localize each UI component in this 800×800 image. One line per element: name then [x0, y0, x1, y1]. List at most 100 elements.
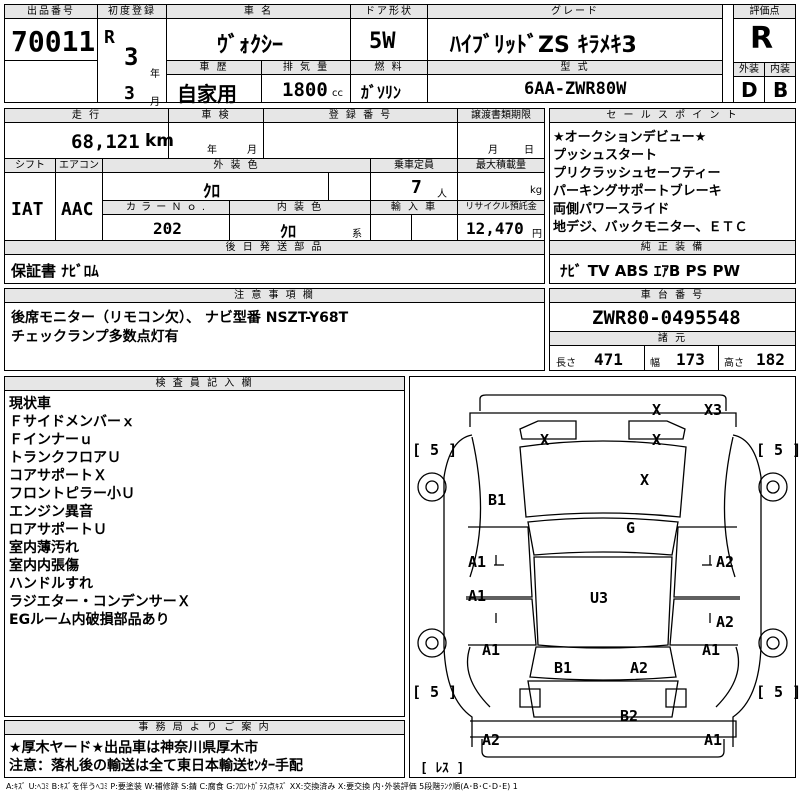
damage-code: B2 — [620, 707, 639, 725]
damage-code: G — [626, 519, 636, 537]
first-registration-cell: 初度登録 R 3 年 3 月 — [97, 4, 167, 108]
damage-code: A2 — [716, 613, 735, 631]
first-registration-label: 初度登録 — [98, 5, 166, 19]
inspector-note: コアサポートＸ — [9, 468, 107, 484]
damage-code: B1 — [554, 659, 573, 677]
selling-point: ★オークションデビュー★ — [553, 130, 707, 145]
office-notice-list: ★厚木ヤード★出品車は神奈川県厚木市 注意：落札後の輸送は全て東日本輸送ｾﾝﾀｰ… — [9, 739, 303, 775]
damage-code: A1 — [468, 587, 487, 605]
inspection-year-unit: 年 — [207, 145, 217, 156]
grade-cell: グレード ﾊｲﾌﾞﾘｯﾄﾞZS ｷﾗﾒｷ3 — [427, 4, 723, 61]
exterior-grade-cell: 外装 D — [733, 62, 765, 103]
mileage-cell: 走 行 68,121 km — [4, 108, 174, 159]
office-notice-cell: 事 務 局 よ り ご 案 内 ★厚木ヤード★出品車は神奈川県厚木市 注意：落札… — [4, 720, 405, 778]
door-type: 5W — [369, 29, 396, 54]
transfer-deadline-label: 譲渡書類期限 — [458, 109, 544, 123]
inspector-note: エンジン異音 — [9, 504, 93, 520]
equipment-label: 純 正 装 備 — [550, 241, 795, 255]
transfer-deadline-cell: 譲渡書類期限 月 日 — [457, 108, 545, 159]
max-load-unit: kg — [530, 185, 543, 196]
capacity-label: 乗車定員 — [371, 159, 457, 173]
score: R — [750, 21, 774, 56]
interior-color: ｸﾛ — [280, 222, 297, 241]
model-cell: 型 式 6AA-ZWR80W — [427, 60, 723, 103]
history: 自家用 — [177, 82, 237, 106]
capacity-unit: 人 — [437, 189, 447, 200]
door-type-label: ドア形状 — [351, 5, 427, 19]
damage-code: A1 — [482, 641, 501, 659]
selling-point: 両側パワースライド — [553, 202, 670, 217]
color-number-label: カ ラ ー Ｎ ｏ . — [103, 201, 229, 215]
car-outline — [417, 394, 788, 758]
inspection-month-unit: 月 — [247, 145, 257, 156]
mileage: 68,121 — [71, 131, 140, 153]
transfer-day-unit: 日 — [524, 145, 534, 156]
inspector-note: 室内内張傷 — [9, 558, 79, 574]
tire-front-right: [ 5 ] — [756, 441, 800, 459]
chassis-label: 車 台 番 号 — [550, 289, 795, 303]
damage-code: X3 — [704, 401, 723, 419]
spec-label: 諸 元 — [550, 332, 795, 346]
inspection-cell: 車 検 年 月 — [168, 108, 264, 159]
spec-divider-2 — [718, 346, 719, 371]
history-label: 車 歴 — [167, 61, 261, 75]
capacity: 7 — [411, 177, 422, 198]
damage-code: A2 — [630, 659, 649, 677]
interior-grade-cell: 内装 B — [764, 62, 796, 103]
registration-year: 3 — [124, 43, 139, 71]
inspector-note: EGルーム内破損部品あり — [9, 612, 170, 628]
model-label: 型 式 — [428, 61, 722, 75]
damage-code: A2 — [716, 553, 735, 571]
inspection-label: 車 検 — [169, 109, 263, 123]
score-cell: 評価点 R — [733, 4, 796, 63]
damage-code: B1 — [488, 491, 507, 509]
fuel-cell: 燃 料 ｶﾞｿﾘﾝ — [350, 60, 428, 103]
equipment-cell: 純 正 装 備 ﾅﾋﾞ TV ABS ｴｱB PS PW — [549, 240, 796, 284]
exterior-color-label: 外 装 色 — [103, 159, 370, 173]
office-notice-line: 注意：落札後の輸送は全て東日本輸送ｾﾝﾀｰ手配 — [9, 758, 303, 774]
recycle-fee-cell: リサイクル預託金 12,470 円 — [457, 200, 545, 241]
damage-code: X — [540, 431, 550, 449]
aircon-cell: エアコン AAC — [55, 158, 103, 241]
spec-divider-1 — [644, 346, 645, 371]
inspector-notes-list: 現状車 Ｆサイドメンバーｘ Ｆインナーｕ トランクフロアＵ コアサポートＸ フロ… — [9, 395, 191, 629]
inspector-note: ラジエター・コンデンサーＸ — [9, 594, 191, 610]
lot-number: 70011 — [11, 25, 96, 58]
damage-code: X — [640, 471, 650, 489]
color-divider — [328, 172, 329, 201]
mileage-unit: km — [145, 131, 175, 151]
car-name-cell: 車 名 ｳﾞｫｸｼｰ — [166, 4, 351, 61]
interior-color-unit: 系 — [352, 229, 362, 240]
damage-code: A1 — [702, 641, 721, 659]
registration-month: 3 — [124, 83, 135, 104]
shift: IAT — [11, 199, 44, 220]
inspector-note: トランクフロアＵ — [9, 450, 121, 466]
legend-footer: A:ｷｽﾞ U:ﾍｺﾐ B:ｷｽﾞを伴うﾍｺﾐ P:要塗装 W:補修跡 S:錆 … — [6, 782, 518, 791]
damage-code: A2 — [482, 731, 501, 749]
width: 173 — [676, 350, 705, 369]
interior-grade: B — [773, 78, 789, 102]
displacement-unit: cc — [332, 88, 343, 99]
import-label: 輸 入 車 — [371, 201, 457, 215]
width-label: 幅 — [650, 358, 660, 369]
damage-code: X — [652, 431, 662, 449]
spec-cell: 諸 元 長さ 471 幅 173 高さ 182 — [549, 331, 796, 371]
note-line: 後席モニター（リモコン欠）、 ナビ型番 NSZT-Y68T — [11, 310, 349, 326]
aircon: AAC — [61, 199, 94, 220]
damage-diagram: X X3 X X X B1 G A1 A2 A1 U3 A2 A1 B1 A2 … — [409, 376, 800, 778]
color-number: 202 — [153, 219, 182, 238]
length-label: 長さ — [556, 358, 576, 369]
grade: ﾊｲﾌﾞﾘｯﾄﾞZS ｷﾗﾒｷ3 — [450, 33, 637, 58]
selling-point: パーキングサポートブレーキ — [553, 184, 722, 199]
office-notice-line: ★厚木ヤード★出品車は神奈川県厚木市 — [9, 740, 259, 756]
selling-points-cell: セ ー ル ス ポ イ ン ト ★オークションデビュー★ プッシュスタート プリ… — [549, 108, 796, 241]
note-line: チェックランプ多数点灯有 — [11, 329, 179, 345]
color-number-cell: カ ラ ー Ｎ ｏ . 202 — [102, 200, 230, 241]
notes-list: 後席モニター（リモコン欠）、 ナビ型番 NSZT-Y68T チェックランプ多数点… — [11, 309, 348, 347]
selling-points-label: セ ー ル ス ポ イ ン ト — [550, 109, 795, 123]
max-load-label: 最大積載量 — [458, 159, 544, 173]
selling-point: 地デジ、バックモニター、ＥＴＣ — [553, 220, 748, 235]
displacement-cell: 排 気 量 1800 cc — [261, 60, 351, 103]
exterior-color-cell: 外 装 色 ｸﾛ — [102, 158, 371, 202]
inspector-note: フロントピラー小Ｕ — [9, 486, 135, 502]
